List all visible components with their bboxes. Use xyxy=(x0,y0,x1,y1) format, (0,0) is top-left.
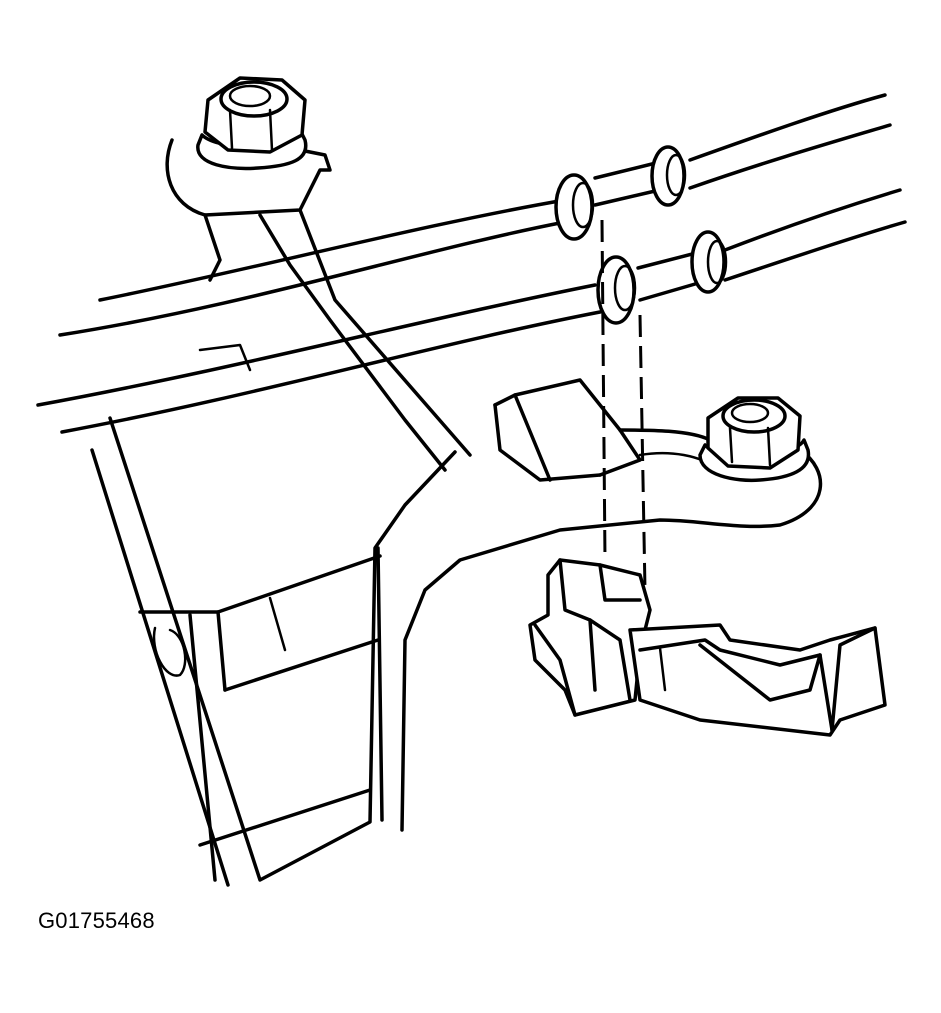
figure-id-label: G01755468 xyxy=(38,908,155,933)
bolt-upper-left xyxy=(196,76,308,171)
grommets xyxy=(554,145,728,325)
bolt-right xyxy=(698,396,811,483)
alignment-lines xyxy=(600,219,647,591)
line-clip xyxy=(528,558,887,737)
upper-bracket xyxy=(165,138,472,472)
frame-crossmember xyxy=(90,416,457,887)
tube-lines xyxy=(36,93,907,434)
